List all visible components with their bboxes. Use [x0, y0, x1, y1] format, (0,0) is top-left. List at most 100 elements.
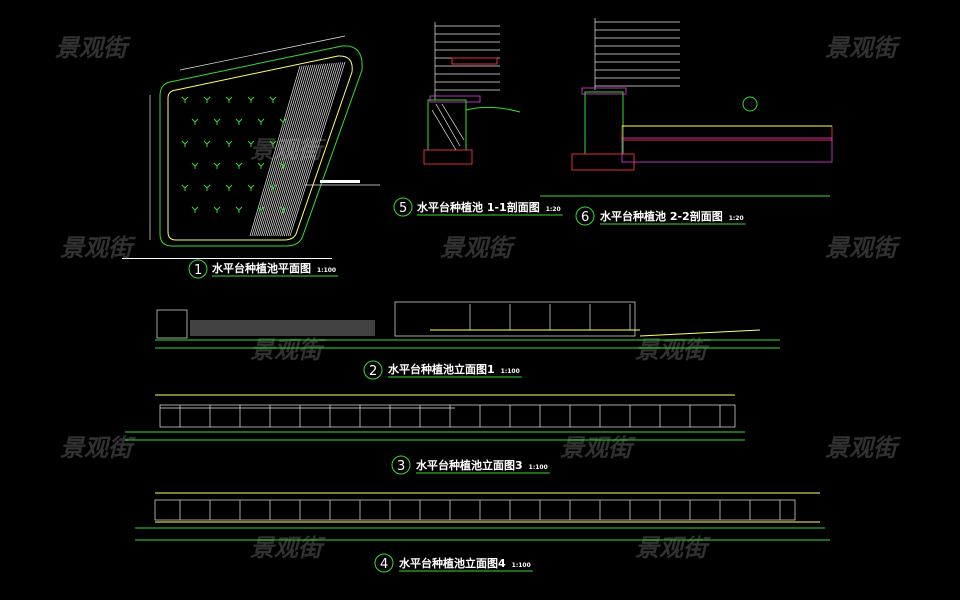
- watermark: 景观街: [825, 434, 901, 462]
- hatch-line: [264, 64, 318, 237]
- plant-symbol: [203, 140, 211, 147]
- watermark: 景观街: [635, 534, 711, 562]
- drawing-title-2: 2 水平台种植池立面图1 1:100: [363, 360, 522, 380]
- note-highlight: [451, 57, 498, 65]
- elevation-1: [155, 301, 780, 349]
- plan-view: [122, 35, 380, 259]
- hatch-line: [259, 64, 312, 237]
- watermark: 景观街: [440, 234, 516, 262]
- drawing-scale: 1:100: [512, 562, 531, 569]
- foundation: [423, 149, 473, 165]
- plant-symbol: [181, 184, 189, 191]
- panel-joints: [179, 405, 721, 427]
- plant-symbol: [247, 140, 255, 147]
- plant-symbol: [225, 184, 233, 191]
- watermark: 景观街: [250, 534, 326, 562]
- title-rule: [122, 258, 332, 259]
- drawing-title: 水平台种植池立面图1: [388, 362, 495, 376]
- panel-joints: [469, 304, 631, 330]
- detail-callout: [742, 96, 758, 112]
- hatch-line: [261, 64, 314, 237]
- section-notes: [435, 25, 500, 91]
- plant-symbol: [213, 118, 221, 125]
- plant-symbol: [247, 184, 255, 191]
- dimension-line: [179, 35, 346, 71]
- hatch-line: [257, 65, 309, 237]
- drawing-scale: 1:20: [546, 206, 561, 213]
- planter-wall: [394, 301, 636, 337]
- plant-symbol: [257, 118, 265, 125]
- plant-symbol: [191, 118, 199, 125]
- drawing-number-circle: [188, 259, 208, 279]
- hatch-line: [274, 63, 329, 237]
- drawing-title-5: 5 水平台种植池 1-1剖面图 1:20: [393, 197, 563, 217]
- section-notes: [595, 21, 680, 87]
- watermark: 景观街: [825, 234, 901, 262]
- drawing-number-circle: [374, 553, 394, 573]
- drawing-title: 水平台种植池立面图4: [399, 556, 506, 570]
- plant-symbol: [269, 96, 277, 103]
- drawing-number: 6: [581, 210, 589, 225]
- section-2-2: [540, 18, 833, 197]
- plant-symbol: [247, 96, 255, 103]
- plant-symbol: [203, 184, 211, 191]
- plant-symbol: [213, 162, 221, 169]
- plan-outline-outer: [159, 45, 363, 247]
- soil-line: [465, 106, 521, 113]
- watermark: 景观街: [250, 336, 326, 364]
- plant-symbol: [213, 206, 221, 213]
- plant-symbol: [181, 96, 189, 103]
- hatch-line: [282, 62, 337, 237]
- hatch-line: [268, 63, 322, 237]
- hatch-line: [280, 62, 335, 237]
- plant-symbol: [203, 96, 211, 103]
- watermark: 景观街: [825, 34, 901, 62]
- plant-symbol: [181, 140, 189, 147]
- drawing-title: 水平台种植池 2-2剖面图: [600, 209, 723, 223]
- drawing-scale: 1:100: [501, 368, 520, 375]
- hatch-line: [289, 61, 346, 237]
- plant-symbol: [279, 118, 287, 125]
- drawing-title: 水平台种植池平面图: [212, 261, 311, 275]
- hatch-line: [266, 64, 320, 237]
- drawing-number-circle: [363, 360, 383, 380]
- section-1-1: [423, 22, 521, 165]
- drawing-scale: 1:100: [529, 464, 548, 471]
- plant-symbol: [269, 140, 277, 147]
- plant-symbol: [225, 140, 233, 147]
- drawing-number-circle: [391, 455, 411, 475]
- drawing-scale: 1:20: [729, 215, 744, 222]
- planter-end: [156, 309, 188, 339]
- hatch-line: [278, 63, 333, 237]
- drawing-title-3: 3 水平台种植池立面图3 1:100: [391, 455, 550, 475]
- hatch-line: [262, 64, 316, 237]
- hatch-line: [253, 65, 305, 237]
- wall-section: [584, 91, 624, 155]
- grade-line: [639, 329, 761, 337]
- plant-symbol: [279, 206, 287, 213]
- hatch-line: [287, 62, 344, 237]
- drawing-title-1: 1 水平台种植池平面图 1:100: [188, 259, 339, 279]
- drawing-title-6: 6 水平台种植池 2-2剖面图 1:20: [575, 206, 746, 226]
- drawing-title: 水平台种植池 1-1剖面图: [417, 200, 540, 214]
- hatch-line: [272, 63, 327, 237]
- watermarks: 景观街 景观街 景观街 景观街 景观街 景观街 景观街 景观街 景观街 景观街 …: [55, 34, 901, 562]
- drawing-number-circle: [575, 206, 595, 226]
- drawing-title: 水平台种植池立面图3: [416, 458, 523, 472]
- plant-symbol: [235, 118, 243, 125]
- plant-symbol: [191, 206, 199, 213]
- drawing-scale: 1:100: [317, 267, 336, 274]
- wall-section: [427, 99, 467, 151]
- planting-symbols: [181, 96, 287, 213]
- section-hatch: [431, 103, 465, 151]
- hatch-line: [251, 65, 303, 237]
- plant-symbol: [225, 96, 233, 103]
- elevation-4: [135, 492, 830, 541]
- coping: [581, 87, 627, 95]
- shrub-mass: [190, 320, 375, 336]
- watermark: 景观街: [60, 234, 136, 262]
- plant-symbol: [235, 162, 243, 169]
- plant-symbol: [235, 206, 243, 213]
- drawing-number: 5: [399, 201, 407, 216]
